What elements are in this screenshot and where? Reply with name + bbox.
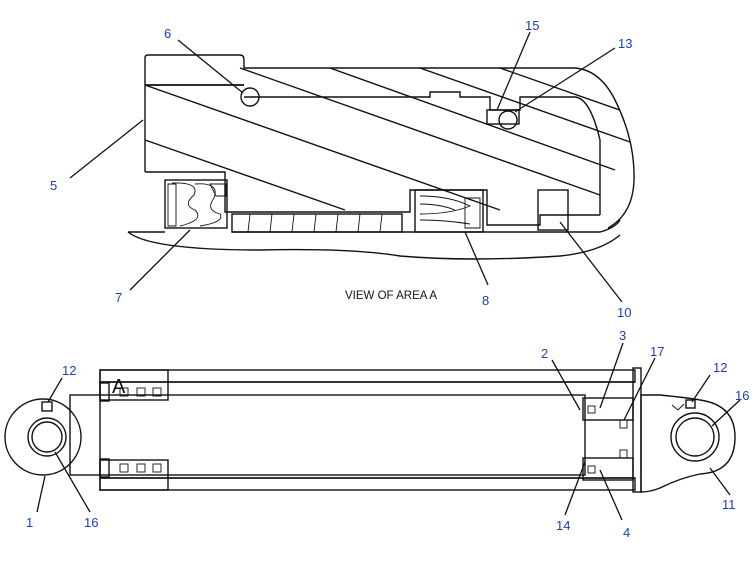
callout-13: 13 xyxy=(618,36,632,51)
callout-3: 3 xyxy=(619,328,626,343)
view-caption: VIEW OF AREA A xyxy=(345,290,437,302)
tube-wall-top xyxy=(99,369,636,383)
callout-6: 6 xyxy=(164,26,171,41)
piston-bottom xyxy=(582,457,634,481)
callout-16-right: 16 xyxy=(735,388,749,403)
callout-17: 17 xyxy=(650,344,664,359)
cylinder-assembly xyxy=(4,367,736,493)
top-leaders xyxy=(69,31,623,303)
ball-6 xyxy=(240,87,260,107)
callout-15: 15 xyxy=(525,18,539,33)
bottom-leaders xyxy=(36,342,741,521)
rod xyxy=(69,394,586,476)
rod-eye-11 xyxy=(640,394,736,493)
area-a-detail-view xyxy=(127,54,635,260)
callouts: 6 5 7 8 10 15 13 12 1 16 2 3 17 14 4 12 … xyxy=(26,18,749,540)
callout-2: 2 xyxy=(541,346,548,361)
callout-16-left: 16 xyxy=(84,515,98,530)
plug-15 xyxy=(486,109,520,125)
callout-10: 10 xyxy=(617,305,631,320)
callout-4: 4 xyxy=(623,525,630,540)
ball-13 xyxy=(498,110,518,130)
callout-14: 14 xyxy=(556,518,570,533)
head-eye-1 xyxy=(4,398,82,476)
callout-7: 7 xyxy=(115,290,122,305)
seal-7-detail xyxy=(164,179,228,229)
callout-12-right: 12 xyxy=(713,360,727,375)
wear-band-ticks xyxy=(247,213,383,233)
ring-10-detail xyxy=(537,189,569,231)
callout-12-left: 12 xyxy=(62,363,76,378)
tube-wall-bottom xyxy=(99,477,636,491)
callout-8: 8 xyxy=(482,293,489,308)
area-a-marker: A xyxy=(112,376,126,398)
callout-1: 1 xyxy=(26,515,33,530)
callout-11: 11 xyxy=(722,497,736,512)
callout-5: 5 xyxy=(50,178,57,193)
